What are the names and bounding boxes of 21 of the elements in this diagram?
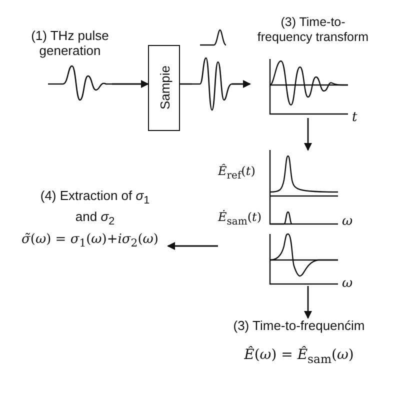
sample-box xyxy=(148,45,180,131)
arrow xyxy=(112,80,149,88)
arrow xyxy=(304,286,312,319)
sample-label: Sampie xyxy=(158,64,172,112)
axis-label: t xyxy=(352,110,358,125)
axis-label: ω xyxy=(342,276,353,291)
axis-label: ω xyxy=(342,214,353,229)
step-title: (3) Time-to- frequency transform xyxy=(256,15,370,45)
step-title: (1) THz pulse generation xyxy=(30,28,110,58)
formula: Ê(ω) = Ê$_{sam}$(ω) xyxy=(243,348,355,367)
field-label: Ė$_{sam}$(t) xyxy=(218,210,263,230)
extraction-step xyxy=(218,150,338,286)
formula: σ̃(ω) = σ$_{1}$(ω)+iσ$_{2}$(ω) xyxy=(20,232,160,251)
arrow xyxy=(167,242,218,250)
step-title: (3) Time-to-frequenćim xyxy=(232,318,366,333)
field-label: Ê$_{ref}$(t) xyxy=(218,164,256,184)
step-title: (4) Extraction of σ$_{1}$ and σ$_{2}$ xyxy=(40,188,150,230)
connector-line xyxy=(180,83,192,85)
waveform-drawing xyxy=(192,56,232,112)
arrow xyxy=(304,118,312,151)
arrow xyxy=(232,80,251,88)
